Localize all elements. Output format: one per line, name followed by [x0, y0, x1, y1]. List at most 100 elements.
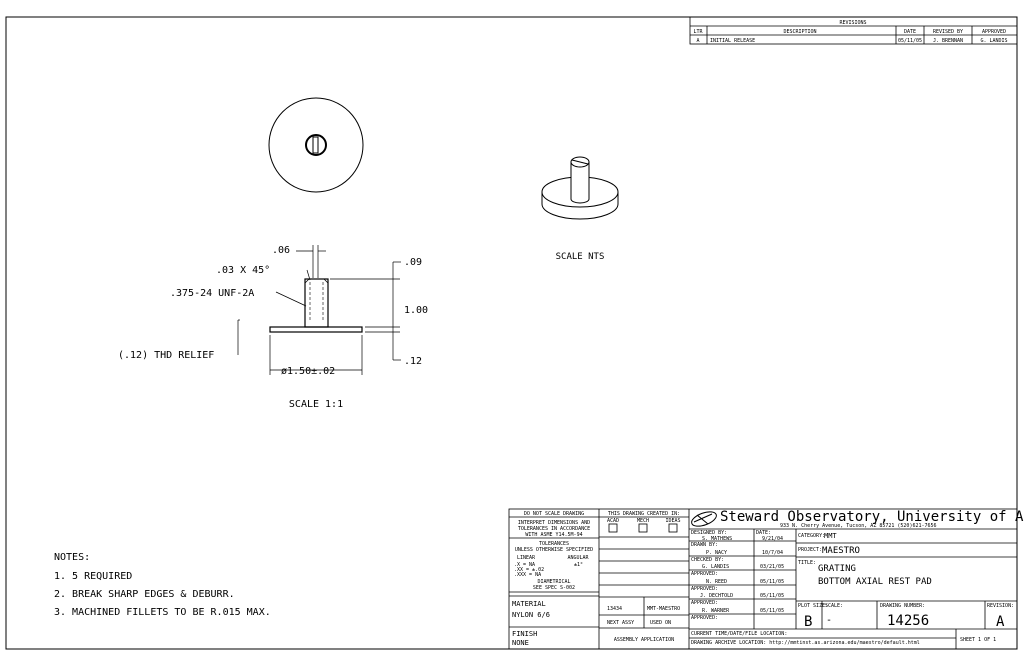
next-assy-number: 13434	[607, 606, 622, 612]
approved-4-label: APPROVED:	[691, 615, 718, 621]
created-in: THIS DRAWING CREATED IN:	[608, 511, 680, 517]
dim-thread: .375-24 UNF-2A	[170, 288, 254, 299]
interpret-3: WITH ASME Y14.5M-94	[525, 532, 582, 538]
rev-header-date: DATE	[904, 29, 916, 35]
material-label: MATERIAL	[512, 600, 546, 608]
rev-header-revised-by: REVISED BY	[933, 29, 963, 35]
ideas-label: IDEAS	[665, 518, 680, 524]
finish-label: FINISH	[512, 630, 537, 638]
used-on-label: USED ON	[650, 620, 671, 626]
approved-2: J. DECHTOLD	[700, 593, 733, 599]
designed-by: S. MATHEWS	[702, 536, 732, 542]
angular-label: ANGULAR	[567, 555, 589, 561]
note-1: 1. 5 REQUIRED	[54, 571, 132, 582]
approved-2-date: 05/11/05	[760, 593, 784, 599]
drawn-date: 10/7/04	[762, 550, 783, 556]
mech-label: MECH	[637, 518, 649, 524]
note-3: 3. MACHINED FILLETS TO BE R.015 MAX.	[54, 607, 271, 618]
revision-label: REVISION:	[987, 603, 1014, 609]
checked-date: 03/21/05	[760, 564, 784, 570]
checked-by: G. LANDIS	[702, 564, 729, 570]
tol-xxx: .XXX = NA	[514, 572, 541, 578]
title-line-2: BOTTOM AXIAL REST PAD	[818, 577, 932, 587]
project-value: MAESTRO	[822, 546, 860, 556]
finish-value: NONE	[512, 639, 529, 647]
title-label: TITLE:	[798, 560, 816, 566]
designed-date: 9/21/04	[762, 536, 783, 542]
next-assy-label: NEXT ASSY	[607, 620, 634, 626]
title-line-1: GRATING	[818, 564, 856, 574]
sheet-number: SHEET 1 OF 1	[960, 637, 996, 643]
approved-1-date: 05/11/05	[760, 579, 784, 585]
drawing-number-label: DRAWING NUMBER:	[880, 603, 925, 609]
rev-row-approved: G. LANDIS	[980, 38, 1007, 44]
note-2: 2. BREAK SHARP EDGES & DEBURR.	[54, 589, 235, 600]
plot-size-label: PLOT SIZE:	[798, 603, 828, 609]
approved-1: N. REED	[706, 579, 727, 585]
tol-xx: .XX = ±.02	[514, 567, 544, 573]
rev-row-ltr: A	[696, 38, 699, 44]
checked-by-label: CHECKED BY:	[691, 557, 724, 563]
rev-row-description: INITIAL RELEASE	[710, 38, 755, 44]
title-block-frame	[508, 508, 1018, 650]
material-value: NYLON 6/6	[512, 611, 550, 619]
scale-label: SCALE:	[825, 603, 843, 609]
archive-location: DRAWING ARCHIVE LOCATION: http://mmtinst…	[691, 640, 920, 646]
approved-2-label: APPROVED:	[691, 586, 718, 592]
approved-1-label: APPROVED:	[691, 571, 718, 577]
diametrical-label: DIAMETRICAL	[537, 579, 570, 585]
rev-header-approved: APPROVED	[982, 29, 1006, 35]
see-spec: SEE SPEC S-002	[533, 585, 575, 591]
steward-logo-icon	[691, 511, 717, 527]
iso-scale-label: SCALE NTS	[556, 252, 605, 262]
sheet-border	[5, 16, 1018, 650]
designed-by-label: DESIGNED BY:	[691, 530, 727, 536]
drawn-by-label: DRAWN BY:	[691, 542, 718, 548]
org-name: Steward Observatory, University of Arizo…	[720, 509, 1024, 525]
rev-header-description: DESCRIPTION	[783, 29, 816, 35]
rev-row-date: 05/11/05	[898, 38, 922, 44]
section-scale-label: SCALE 1:1	[289, 399, 343, 410]
drawing-number: 14256	[887, 613, 929, 629]
top-view	[268, 97, 364, 193]
acad-label: ACAD	[607, 518, 619, 524]
dim-100: 1.00	[404, 305, 428, 316]
scale-value: -	[826, 615, 832, 626]
isometric-view	[541, 156, 619, 220]
revisions-table	[689, 16, 1018, 45]
dim-chamfer: .03 X 45°	[216, 265, 270, 276]
interpret-2: TOLERANCES IN ACCORDANCE	[518, 526, 590, 532]
rev-header-ltr: LTR	[693, 29, 703, 35]
unless-specified: UNLESS OTHERWISE SPECIFIED	[515, 547, 593, 553]
dim-09: .09	[404, 257, 422, 268]
dimension-lines	[237, 245, 401, 375]
dim-12: .12	[404, 356, 422, 367]
linear-label: LINEAR	[517, 555, 536, 561]
tolerances-label: TOLERANCES	[539, 541, 569, 547]
notes-title: NOTES:	[54, 552, 90, 563]
tol-x: .X = NA	[514, 562, 535, 568]
date-label: DATE:	[756, 530, 771, 536]
rev-row-revised-by: J. BRENNAN	[933, 38, 963, 44]
do-not-scale: DO NOT SCALE DRAWING	[524, 511, 584, 517]
approved-3: R. WARNER	[702, 608, 730, 614]
approved-3-label: APPROVED:	[691, 600, 718, 606]
drawn-by: P. NACY	[706, 550, 727, 556]
category-value: MMT	[824, 532, 837, 540]
current-time-label: CURRENT TIME/DATE/FILE LOCATION:	[691, 631, 787, 637]
dim-thread-relief: (.12) THD RELIEF	[118, 350, 214, 361]
side-view	[269, 278, 363, 333]
project-label: PROJECT:	[798, 547, 822, 553]
revision-value: A	[996, 614, 1005, 630]
assembly-application: ASSEMBLY APPLICATION	[614, 637, 674, 643]
plot-size-value: B	[804, 614, 812, 630]
dim-06: .06	[272, 245, 290, 256]
interpret-1: INTERPRET DIMENSIONS AND	[518, 520, 590, 526]
dim-diameter: ø1.50±.02	[281, 366, 335, 377]
used-on-value: MMT-MAESTRO	[647, 606, 680, 612]
revisions-title: REVISIONS	[839, 20, 866, 26]
tol-angular: ±1°	[574, 562, 583, 568]
approved-3-date: 05/11/05	[760, 608, 784, 614]
org-address: 933 N. Cherry Avenue, Tucson, AZ 85721 (…	[780, 523, 937, 529]
